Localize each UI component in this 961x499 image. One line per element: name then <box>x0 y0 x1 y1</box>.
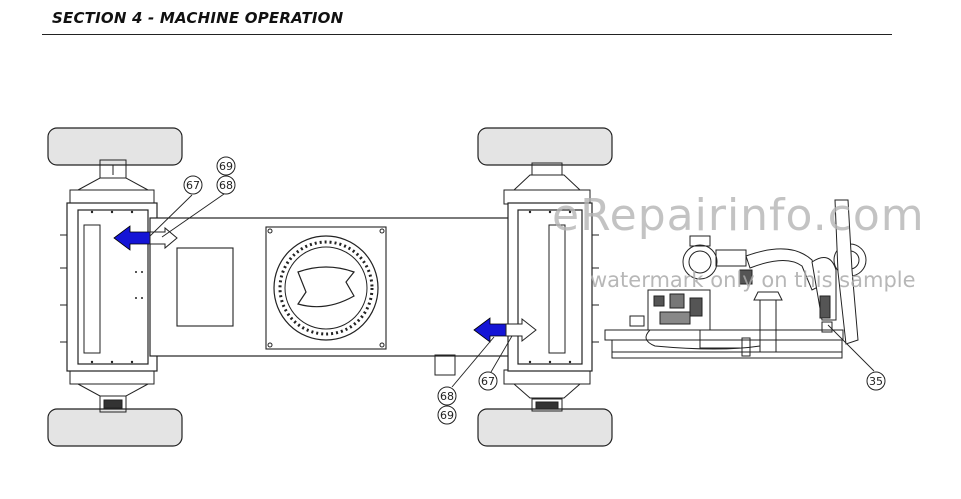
tire-rear-right <box>477 408 613 447</box>
hub-assembly-left-top <box>69 159 155 205</box>
tire-rear-left <box>47 408 183 447</box>
tire-front-right <box>477 127 613 166</box>
callout-top-69: 69 <box>219 160 233 173</box>
leader-lines <box>149 193 875 388</box>
callout-top-67: 67 <box>186 179 200 192</box>
watermark-note: watermark only on this sample <box>590 268 916 292</box>
callout-bottom-68: 68 <box>440 390 454 403</box>
callout-bottom-69: 69 <box>440 409 454 422</box>
callout-top-68: 68 <box>219 179 233 192</box>
watermark-site: eRepairinfo.com <box>552 190 925 241</box>
header-rule <box>42 34 892 35</box>
tire-front-left <box>47 127 183 166</box>
turntable-bearing <box>265 226 387 350</box>
white-arrow-right <box>505 317 537 343</box>
lower-block <box>434 354 456 376</box>
callout-35: 35 <box>869 375 883 388</box>
access-panel <box>176 247 234 327</box>
slot-left <box>83 224 101 354</box>
callouts: 69 67 68 67 68 69 35 <box>183 156 886 425</box>
hub-assembly-right-bottom <box>503 369 591 412</box>
chassis-frame <box>66 202 593 372</box>
hub-assembly-left-bottom <box>69 369 155 413</box>
side-view-assembly <box>604 199 867 359</box>
section-header: SECTION 4 - MACHINE OPERATION <box>52 9 344 27</box>
bolt-dots <box>90 210 572 364</box>
frame-pins <box>60 234 599 343</box>
white-arrow-left <box>149 226 178 250</box>
callout-bottom-67: 67 <box>481 375 495 388</box>
slot-right <box>548 224 566 354</box>
